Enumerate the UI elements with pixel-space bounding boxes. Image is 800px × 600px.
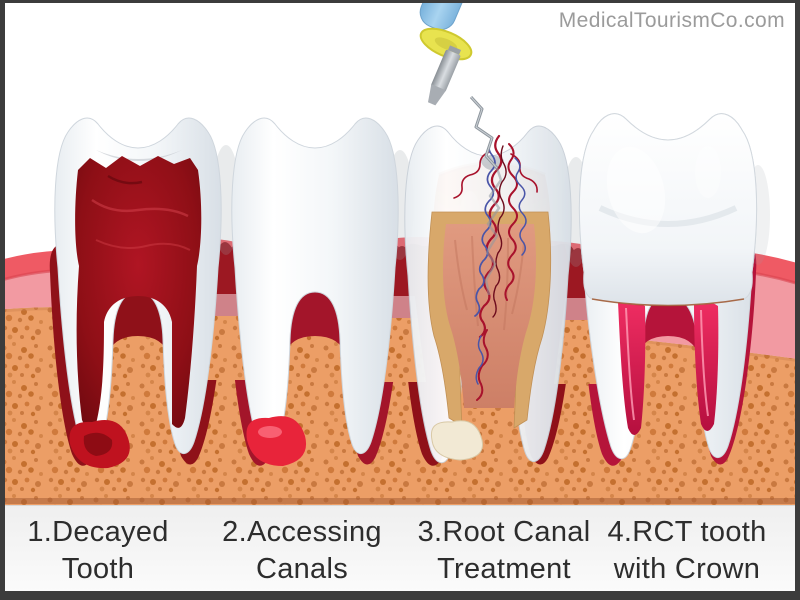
stage-2-line-2: Canals <box>255 553 349 585</box>
nerve-vessels <box>453 134 538 401</box>
stage-3-line-2: Treatment <box>437 553 571 585</box>
stage-label-1: 1.Decayed Tooth <box>18 514 178 588</box>
stage-label-4: 4.RCT tooth with Crown <box>598 514 776 588</box>
tooth-1-decayed <box>54 117 222 469</box>
endodontic-file <box>419 3 503 296</box>
watermark-text: MedicalTourismCo.com <box>558 9 785 32</box>
stage-3-line-1: 3.Root Canal <box>417 516 591 548</box>
inflamed-root-tip <box>246 416 307 466</box>
abscess <box>69 420 130 469</box>
stage-2-line-1: 2.Accessing <box>222 516 382 548</box>
root-tip-filling <box>430 420 484 461</box>
stage-4-line-2: with Crown <box>613 553 761 585</box>
dental-crown <box>578 113 758 307</box>
stage-labels-strip: 1.Decayed Tooth 2.Accessing Canals 3.Roo… <box>5 505 795 591</box>
canal-filling-right <box>694 301 719 431</box>
canal-filling-left <box>618 300 646 435</box>
stage-label-3: 3.Root Canal Treatment <box>411 514 597 588</box>
decay-region <box>75 156 202 429</box>
file-handle <box>419 3 468 31</box>
canal-fillings <box>618 300 719 435</box>
stage-1-line-2: Tooth <box>61 553 135 585</box>
stage-label-2: 2.Accessing Canals <box>217 514 387 588</box>
stage-1-line-1: 1.Decayed <box>27 516 169 548</box>
stage-4-line-1: 4.RCT tooth <box>607 516 767 548</box>
tooth-4-rct-with-crown <box>578 113 758 460</box>
tooth-3-root-canal-treatment <box>404 125 572 464</box>
pulp-cavity <box>442 224 536 408</box>
file-shaft <box>427 45 462 106</box>
